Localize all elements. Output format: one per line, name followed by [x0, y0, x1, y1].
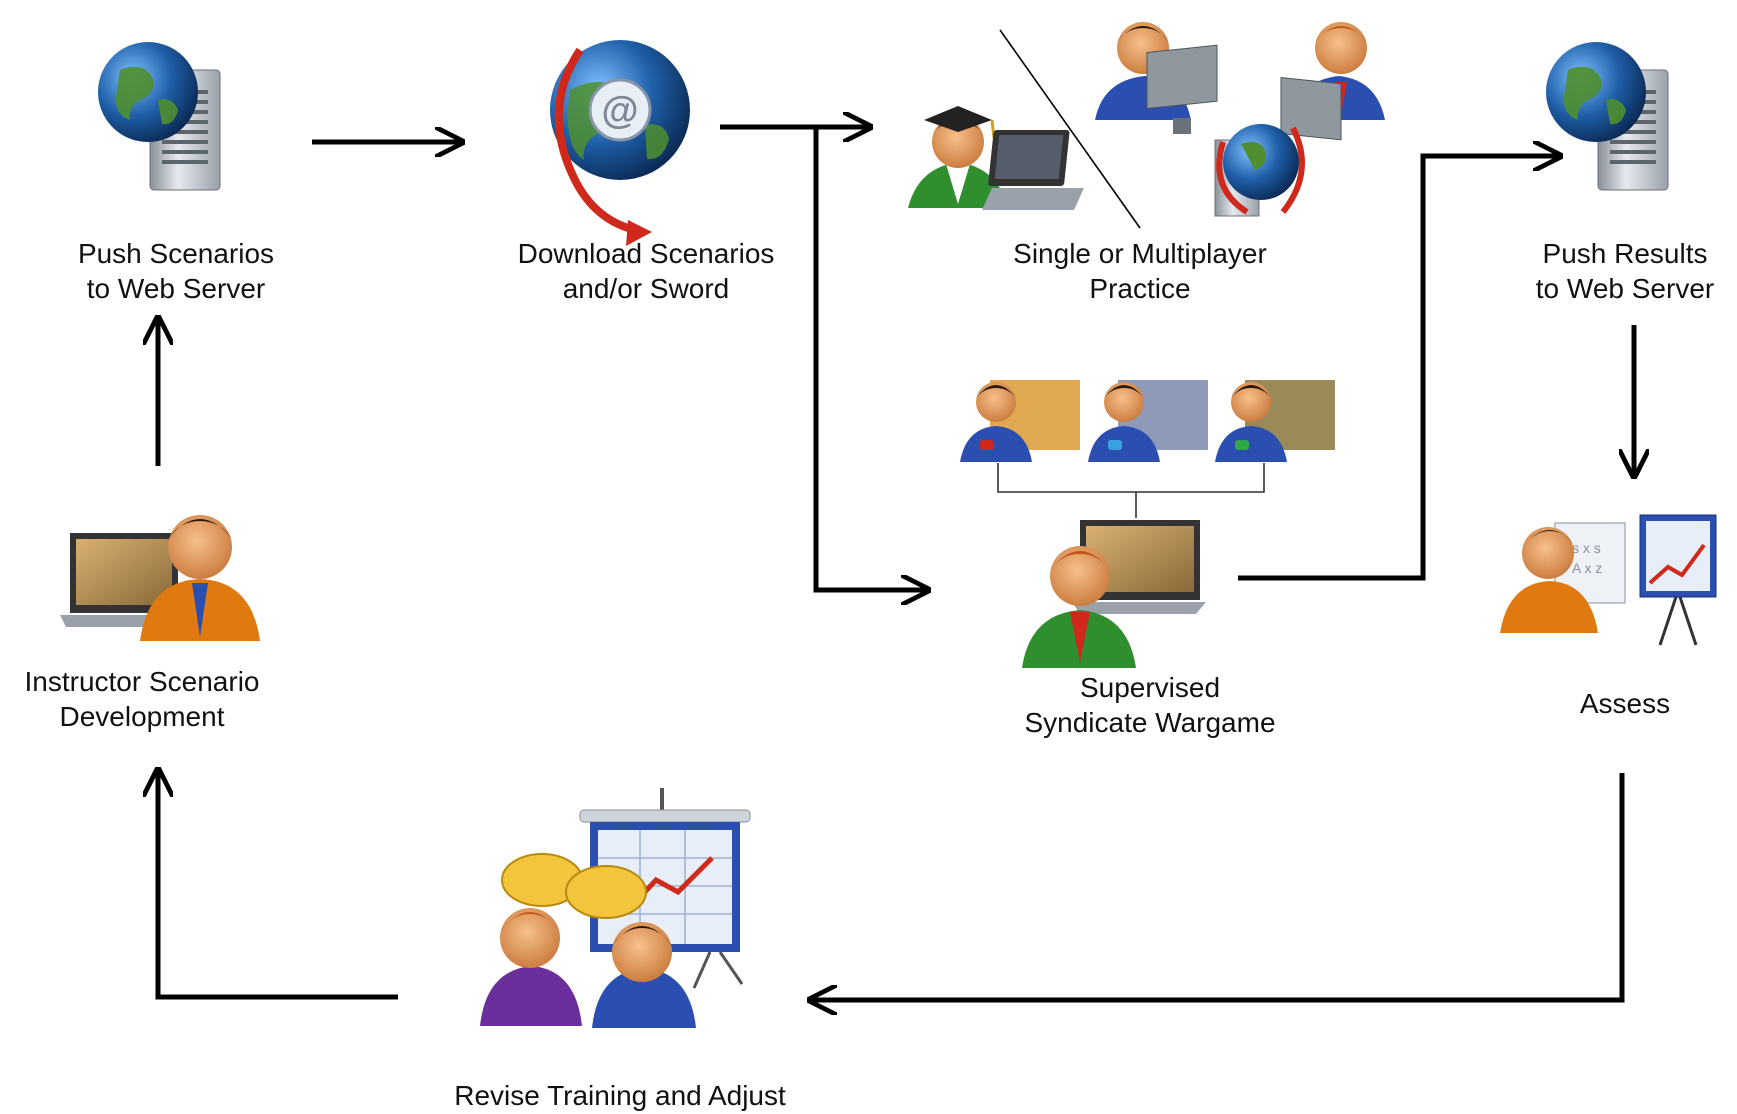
- label-supervised-syndicate: Supervised Syndicate Wargame: [1000, 670, 1300, 740]
- connectors: [158, 127, 1634, 1000]
- svg-text:@: @: [601, 90, 638, 132]
- label-push-results: Push Results to Web Server: [1515, 236, 1735, 306]
- label-revise-training: Revise Training and Adjust: [420, 1078, 820, 1113]
- discussion-presentation-icon: [480, 788, 751, 1028]
- label-line: Syndicate Wargame: [1024, 707, 1276, 738]
- web-server-globe-icon-results: [1546, 42, 1669, 191]
- label-line: Push Scenarios: [77, 238, 275, 269]
- label-single-multiplayer: Single or Multiplayer Practice: [990, 236, 1290, 306]
- label-line: to Web Server: [1535, 273, 1715, 304]
- arrow-revise-to-development: [158, 770, 398, 1000]
- label-line: Single or Multiplayer: [1013, 238, 1267, 269]
- label-line: Download Scenarios: [517, 238, 775, 269]
- team-red-icon: [960, 380, 1080, 462]
- label-line: to Web Server: [86, 273, 266, 304]
- label-line: Revise Training and Adjust: [454, 1080, 786, 1111]
- label-line: Assess: [1579, 688, 1671, 719]
- practice-separator-line: [999, 29, 1141, 229]
- label-line: Development: [59, 701, 225, 732]
- arrow-download-to-syndicate: [813, 127, 928, 590]
- presenter-chart-icon: s x s A x z: [1500, 514, 1717, 646]
- multiplayer-network-icon: [1095, 22, 1385, 217]
- label-line: Push Results: [1542, 238, 1708, 269]
- email-globe-icon: @: [550, 40, 690, 246]
- label-line: Supervised: [1079, 672, 1221, 703]
- label-push-scenarios: Push Scenarios to Web Server: [56, 236, 296, 306]
- label-line: Instructor Scenario: [24, 666, 260, 697]
- label-instructor-development: Instructor Scenario Development: [2, 664, 282, 734]
- arrow-assess-to-revise: [810, 773, 1625, 1000]
- svg-text:s x s: s x s: [1572, 540, 1601, 556]
- label-assess: Assess: [1545, 686, 1705, 721]
- web-server-globe-icon: [98, 42, 221, 191]
- svg-text:A x z: A x z: [1572, 560, 1602, 576]
- team-bracket: [997, 463, 1265, 518]
- instructor-laptop-icon: [60, 515, 260, 641]
- label-line: and/or Sword: [562, 273, 730, 304]
- student-laptop-icon: [908, 106, 1084, 210]
- team-blue-icon: [1088, 380, 1208, 462]
- supervisor-laptop-icon: [1022, 520, 1206, 668]
- label-line: Practice: [1089, 273, 1191, 304]
- label-download-scenarios: Download Scenarios and/or Sword: [496, 236, 796, 306]
- arrow-syndicate-to-results: [1238, 156, 1560, 581]
- team-green-icon: [1215, 380, 1335, 462]
